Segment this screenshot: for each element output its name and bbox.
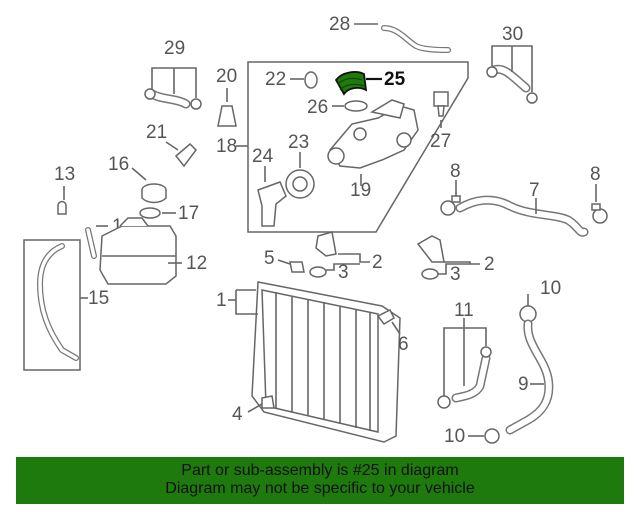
callout-15: 15 (88, 288, 109, 309)
callout-16: 16 (108, 154, 129, 175)
callout-3-right: 3 (450, 264, 461, 285)
part-6-drain (376, 308, 395, 325)
leader-16 (131, 167, 147, 181)
callout-5: 5 (264, 248, 275, 269)
part-26-oring (344, 100, 368, 112)
part-8-clamp-left (440, 195, 461, 216)
part-25-hose[interactable] (334, 71, 368, 96)
part-21-gasket (174, 142, 197, 168)
part-8-clamp-right (591, 203, 608, 224)
callout-20: 20 (216, 66, 237, 87)
callout-4: 4 (232, 404, 243, 425)
part-2-bracket-right (416, 235, 445, 263)
banner-line-1: Part or sub-assembly is #25 in diagram (181, 462, 459, 479)
leader-4 (247, 403, 263, 413)
info-banner: Part or sub-assembly is #25 in diagram D… (16, 457, 624, 504)
callout-23: 23 (288, 132, 309, 153)
callout-19: 19 (350, 180, 371, 201)
callout-21: 21 (146, 122, 167, 143)
callout-9: 9 (518, 374, 529, 395)
banner-line-2: Diagram may not be specific to your vehi… (165, 480, 475, 497)
part-22-ring (304, 71, 318, 89)
part-3-bushing-left (309, 266, 327, 278)
callout-8-left: 8 (450, 161, 461, 182)
part-23-thermostat (285, 169, 315, 199)
part-11-clamp-top (480, 346, 492, 358)
callout-7: 7 (529, 180, 540, 201)
callout-2-left: 2 (372, 252, 383, 273)
part-20-gasket (217, 105, 237, 127)
leader-5 (277, 259, 291, 265)
part-10-clamp-bottom (484, 428, 500, 444)
group-box-15 (23, 239, 81, 371)
callout-25: 25 (384, 69, 406, 90)
callout-3-left: 3 (338, 262, 349, 283)
part-27-sensor (433, 91, 449, 117)
callout-30: 30 (502, 24, 523, 45)
callout-2-right: 2 (484, 254, 495, 275)
part-3-bushing-right (421, 268, 439, 280)
part-16-cap (141, 183, 167, 204)
leader-21 (165, 141, 179, 151)
callout-11: 11 (454, 300, 474, 321)
part-1-radiator (251, 281, 401, 443)
part-13-clip (57, 200, 67, 215)
callout-17: 17 (178, 203, 199, 224)
part-11-clamp-bottom (437, 395, 451, 409)
callout-6: 6 (398, 334, 409, 355)
callout-28: 28 (329, 14, 350, 35)
callout-10-bottom: 10 (444, 426, 465, 447)
leader-2-3-left (338, 253, 370, 263)
callout-26: 26 (307, 97, 328, 118)
callout-27: 27 (430, 131, 451, 152)
leader-1 (235, 290, 258, 315)
leader-6 (391, 321, 401, 335)
part-4 (261, 395, 275, 409)
part-24-outlet (257, 181, 287, 227)
callout-24: 24 (252, 146, 274, 167)
callout-1: 1 (216, 290, 227, 311)
callout-22: 22 (265, 69, 286, 90)
part-12-reservoir (99, 217, 177, 285)
callout-10-top: 10 (540, 278, 561, 299)
callout-29: 29 (164, 38, 185, 59)
part-17-oring (139, 207, 161, 219)
part-5 (289, 261, 305, 273)
part-19-housing (327, 99, 419, 169)
leader-11 (443, 327, 487, 396)
callout-13: 13 (54, 164, 75, 185)
part-2-bracket-left (315, 231, 337, 257)
callout-18: 18 (216, 136, 237, 157)
callout-12: 12 (186, 253, 207, 274)
leader-2-3-right (444, 261, 480, 265)
callout-8-right: 8 (590, 164, 601, 185)
